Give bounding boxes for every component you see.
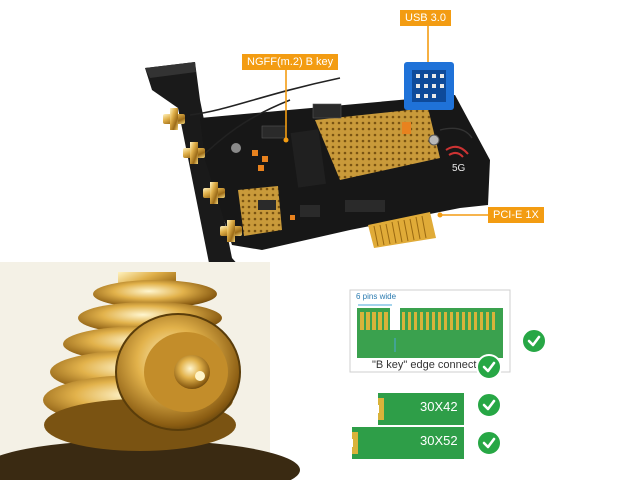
b-key-caption-key: "B key" xyxy=(372,359,408,371)
pcie-edge-connector xyxy=(368,212,436,248)
pcie-callout: PCI-E 1X xyxy=(488,207,544,223)
check-icon xyxy=(476,392,502,418)
usb-callout: USB 3.0 xyxy=(400,10,451,26)
pins-label: 6 pins wide xyxy=(356,292,397,301)
sma-antenna-icon xyxy=(163,108,185,130)
module-label-30x52: 30X52 xyxy=(420,433,458,448)
module-30x52 xyxy=(347,427,464,459)
callout-lines xyxy=(285,26,496,216)
b-key-caption: "B key" edge connecto xyxy=(372,359,483,371)
badge-5g: 5G xyxy=(452,163,466,174)
antenna-cable xyxy=(189,77,341,116)
module-label-30x42: 30X42 xyxy=(420,399,458,414)
check-icon xyxy=(521,328,547,354)
sma-antenna-icon xyxy=(203,182,225,204)
ngff-callout: NGFF(m.2) B key xyxy=(242,54,339,70)
b-key-caption-rest: edge connecto xyxy=(410,359,483,371)
usb-header xyxy=(404,62,454,110)
sma-antenna-icon xyxy=(183,142,205,164)
check-icon xyxy=(476,354,502,380)
pcb-board xyxy=(200,95,490,250)
sma-connector-closeup xyxy=(0,262,300,480)
check-icon xyxy=(476,430,502,456)
sma-antenna-icon xyxy=(220,220,242,242)
module-30x42 xyxy=(373,393,464,425)
